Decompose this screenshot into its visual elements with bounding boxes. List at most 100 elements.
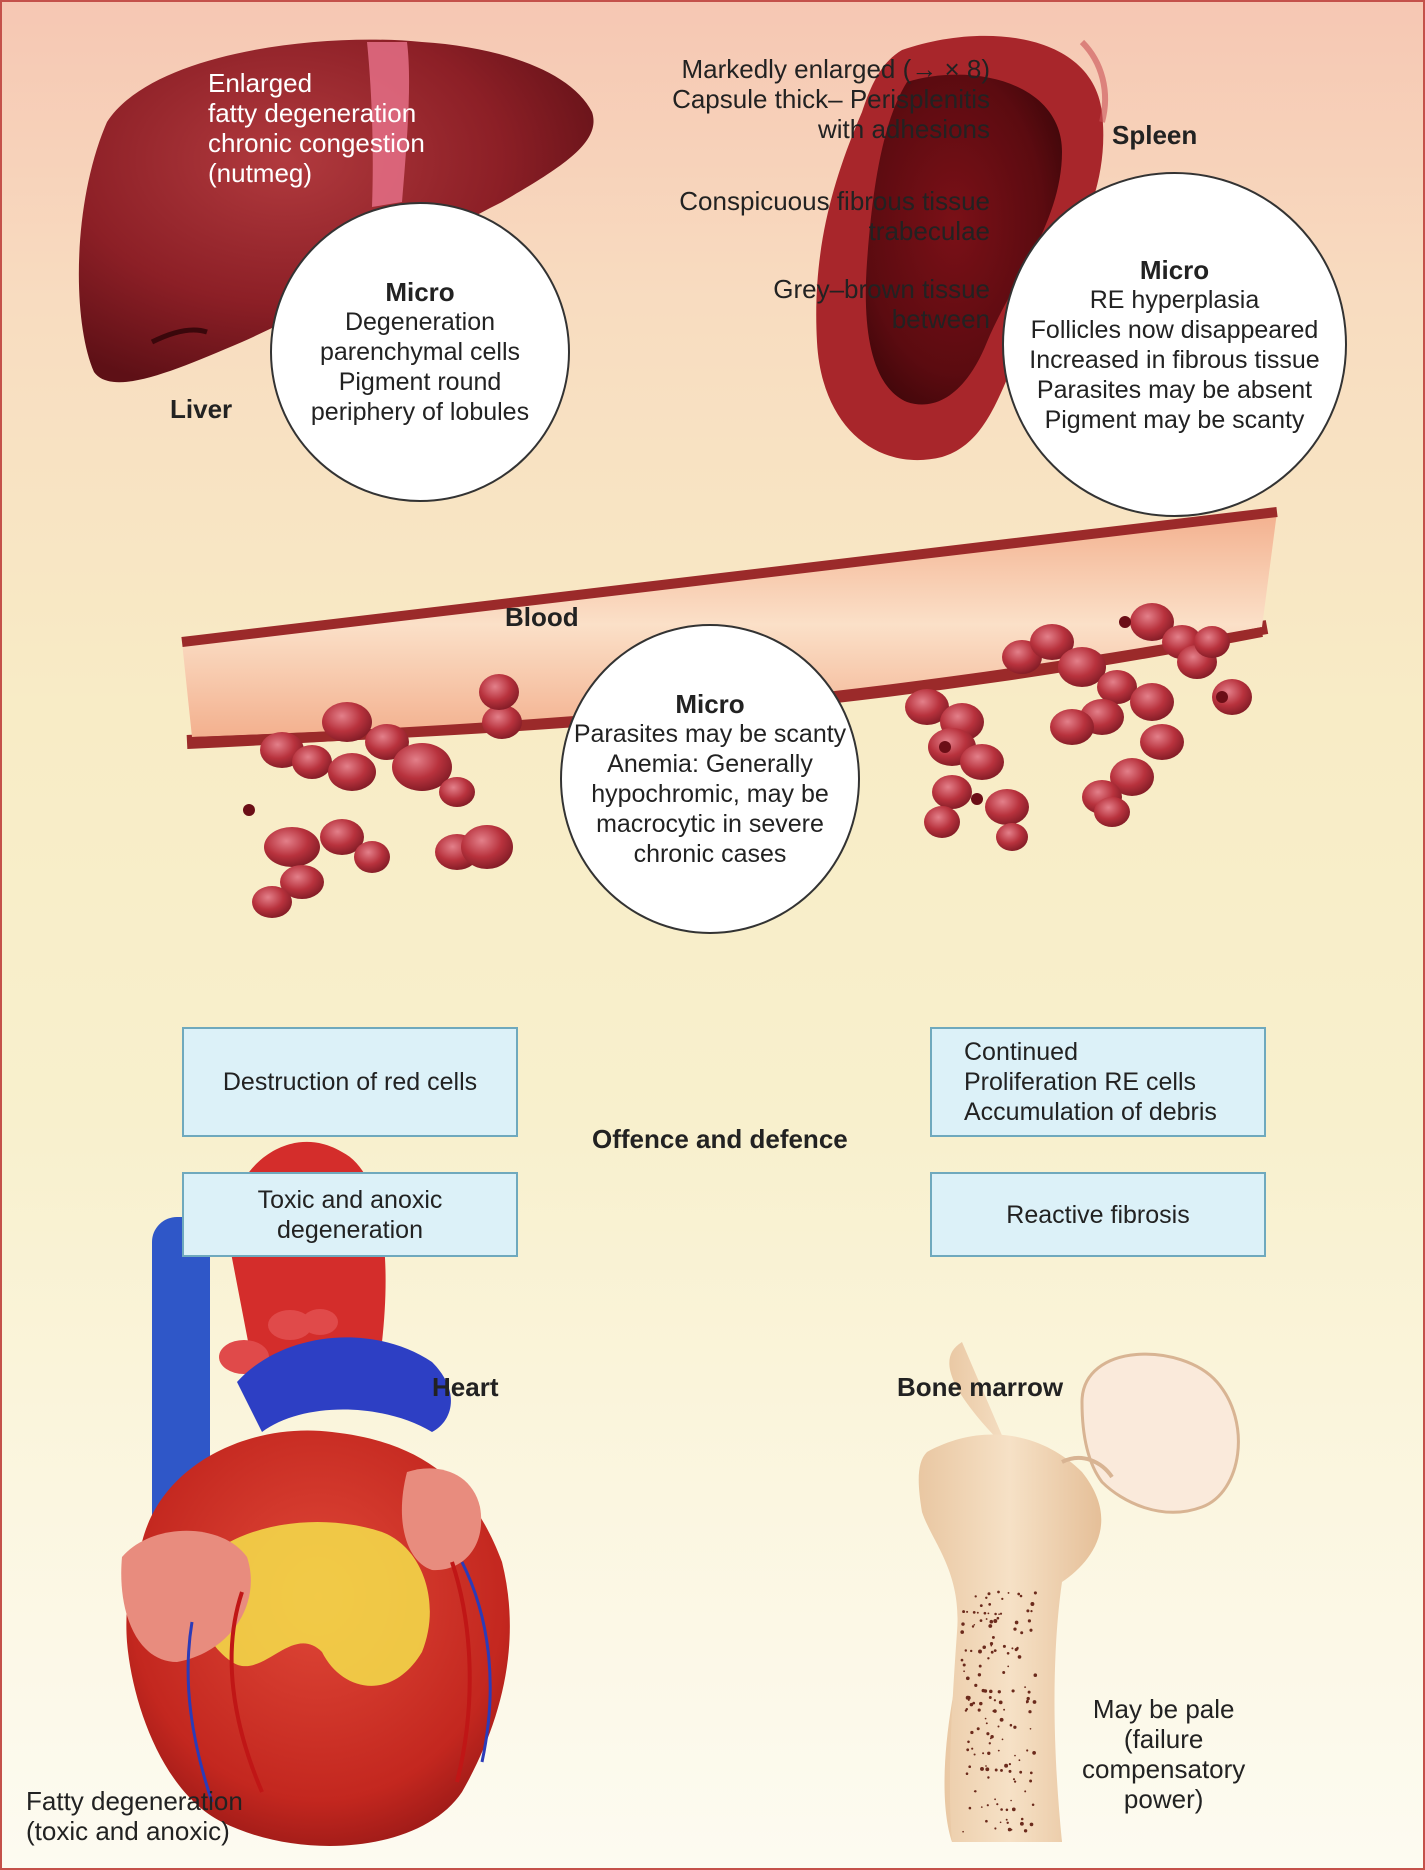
marrow-speck (994, 1798, 996, 1801)
marrow-speck (1001, 1597, 1004, 1601)
blood-micro-line: hypochromic, may be (591, 780, 829, 808)
marrow-speck (1014, 1648, 1018, 1652)
red-cell (392, 743, 452, 791)
red-cell (1058, 647, 1106, 687)
marrow-speck (1008, 1769, 1012, 1773)
liver-notes: Enlarged fatty degeneration chronic cong… (208, 68, 425, 188)
marrow-speck (1005, 1818, 1008, 1821)
marrow-speck (974, 1683, 978, 1687)
liver-note-line: Enlarged (208, 68, 313, 98)
marrow-speck (1008, 1762, 1012, 1766)
marrow-speck (1000, 1808, 1003, 1811)
marrow-speck (996, 1616, 1000, 1620)
blood-label: Blood (505, 602, 579, 632)
marrow-speck (972, 1701, 976, 1705)
marrow-speck (994, 1612, 997, 1616)
marrow-speck (962, 1830, 964, 1833)
box-line: Continued (964, 1038, 1078, 1066)
red-cell (1094, 797, 1130, 827)
spleen-notes-top: Markedly enlarged (→ × 8) Capsule thick–… (672, 54, 990, 144)
marrow-speck (1028, 1710, 1032, 1714)
liver-micro-line: parenchymal cells (319, 338, 521, 366)
marrow-speck (968, 1806, 972, 1810)
marrow-speck (987, 1776, 990, 1779)
marrow-speck (987, 1612, 990, 1615)
femur-illustration (918, 1342, 1240, 1842)
marrow-speck (967, 1740, 970, 1744)
red-cell (280, 865, 324, 899)
marrow-speck (1029, 1771, 1033, 1775)
marrow-speck (1019, 1821, 1024, 1826)
heart-note-line: (toxic and anoxic) (26, 1816, 230, 1846)
marrow-speck (1026, 1696, 1030, 1701)
marrow-speck (982, 1752, 985, 1755)
marrow-speck (965, 1707, 969, 1711)
spleen-micro-line: Increased in fibrous tissue (1029, 345, 1320, 374)
red-cell (1130, 603, 1174, 641)
marrow-speckles (960, 1590, 1038, 1833)
marrow-speck (987, 1751, 991, 1755)
liver-micro-line: periphery of lobules (310, 398, 530, 426)
marrow-speck (1032, 1700, 1037, 1704)
marrow-speck (997, 1590, 1000, 1594)
red-cell (461, 825, 513, 869)
blood-micro-line: Parasites may be scanty (573, 720, 847, 748)
liver-micro-line: Degeneration (344, 308, 496, 336)
marrow-speck (1009, 1723, 1013, 1727)
red-cell (320, 819, 364, 855)
marrow-speck (990, 1644, 993, 1647)
red-cells-group (243, 603, 1252, 918)
marrow-speck (999, 1717, 1004, 1722)
marrow-speck (993, 1619, 998, 1623)
marrow-speck (1006, 1821, 1009, 1825)
marrow-speck (997, 1690, 1001, 1694)
marrow-speck (994, 1768, 998, 1772)
marrow-speck (1013, 1780, 1017, 1783)
red-cell (482, 705, 522, 739)
marrow-speck (963, 1670, 965, 1673)
marrow-speck (1007, 1665, 1010, 1668)
marrow-speck (986, 1804, 989, 1807)
marrow-speck (998, 1613, 1000, 1616)
marrow-speck (1033, 1673, 1038, 1677)
marrow-speck (980, 1806, 983, 1808)
box-line: degeneration (277, 1215, 423, 1244)
marrow-speck (984, 1717, 987, 1720)
marrow-speck (985, 1767, 990, 1772)
bone-note-line: power) (1123, 1784, 1204, 1814)
blood-micro-title: Micro (675, 689, 745, 719)
red-cell (328, 753, 376, 791)
marrow-speck (983, 1611, 987, 1615)
marrow-speck (980, 1766, 984, 1771)
marrow-speck (983, 1689, 988, 1693)
red-cell (1110, 758, 1154, 796)
marrow-speck (993, 1649, 997, 1653)
box-toxic-anoxic: Toxic and anoxic degeneration (182, 1172, 518, 1257)
box-line: Reactive fibrosis (1006, 1200, 1190, 1229)
marrow-speck (973, 1624, 976, 1626)
blood-micro-circle: Micro Parasites may be scanty Anemia: Ge… (560, 624, 860, 934)
red-cell (439, 777, 475, 807)
marrow-speck (971, 1625, 975, 1628)
marrow-speck (1029, 1822, 1034, 1827)
marrow-speck (1017, 1592, 1021, 1596)
blood-micro-line: Anemia: Generally (607, 750, 813, 778)
marrow-speck (973, 1753, 976, 1756)
marrow-speck (985, 1618, 988, 1620)
parasite-dot (939, 741, 951, 753)
marrow-speck (1014, 1754, 1016, 1757)
marrow-speck (962, 1610, 966, 1614)
heart-note-line: Fatty degeneration (26, 1786, 243, 1816)
marrow-speck (987, 1592, 991, 1596)
marrow-speck (1002, 1671, 1006, 1674)
marrow-speck (1003, 1708, 1006, 1711)
box-line: Accumulation of debris (964, 1098, 1217, 1126)
marrow-speck (988, 1603, 992, 1606)
spleen-notes-low: Grey–brown tissue between (773, 274, 990, 334)
spleen-micro-line: RE hyperplasia (1089, 285, 1260, 314)
marrow-speck (971, 1747, 974, 1750)
red-cell (924, 806, 960, 838)
heart-label: Heart (432, 1372, 499, 1402)
red-cell (292, 745, 332, 779)
